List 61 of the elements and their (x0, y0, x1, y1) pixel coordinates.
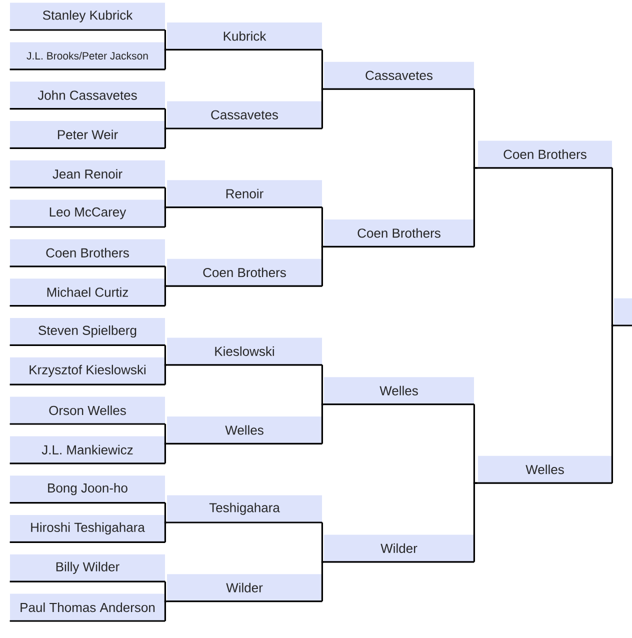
bracket-line (164, 285, 167, 306)
empty-slot (614, 298, 632, 326)
bracket-line (321, 522, 324, 563)
bracket-slot: Steven Spielberg (10, 318, 166, 346)
bracket-line (164, 364, 167, 385)
bracket-slot: Coen Brothers (324, 220, 474, 248)
bracket-line (473, 404, 478, 484)
bracket-line (164, 582, 167, 602)
bracket-slot: Paul Thomas Anderson (10, 594, 166, 622)
bracket-line (321, 207, 324, 248)
bracket-line (321, 364, 324, 406)
bracket-slot: Kieslowski (166, 338, 322, 366)
bracket-slot: John Cassavetes (10, 82, 166, 110)
bracket-slot: Leo McCarey (10, 200, 166, 228)
bracket-line (611, 168, 614, 326)
bracket-line (473, 482, 478, 562)
bracket-line (164, 502, 167, 524)
bracket-slot: Welles (478, 456, 612, 484)
bracket-line (164, 600, 167, 621)
bracket-line (164, 128, 167, 148)
bracket-line (164, 522, 167, 542)
bracket-slot: Billy Wilder (10, 554, 166, 582)
bracket-line (164, 30, 167, 50)
bracket-line (321, 246, 324, 286)
bracket-slot: Hiroshi Teshigahara (10, 515, 166, 543)
bracket-slot: Coen Brothers (478, 140, 612, 169)
bracket-slot: Stanley Kubrick (10, 2, 166, 31)
bracket-line (164, 345, 167, 366)
bracket-slot: Teshigahara (166, 495, 322, 524)
bracket-line (611, 324, 614, 484)
bracket-line (164, 188, 167, 208)
bracket-slot: Wilder (166, 574, 322, 602)
bracket-slot: Peter Weir (10, 121, 166, 149)
bracket-line (164, 266, 167, 287)
bracket-slot: Cassavetes (166, 101, 322, 130)
bracket-slot: Jean Renoir (10, 160, 166, 188)
bracket-slot: J.L. Brooks/Peter Jackson (10, 42, 166, 70)
bracket-line (164, 108, 167, 130)
bracket-line (321, 561, 324, 602)
bracket-line (321, 50, 324, 90)
bracket-slot: Coen Brothers (10, 239, 166, 268)
bracket-slot: Orson Welles (10, 396, 166, 425)
bracket-slot: Kubrick (166, 22, 322, 50)
bracket-slot: Welles (166, 416, 322, 444)
bracket-slot: Welles (324, 377, 474, 406)
bracket-slot: Coen Brothers (166, 258, 322, 287)
bracket-line (473, 89, 478, 169)
bracket-slot: Renoir (166, 180, 322, 208)
bracket-line (473, 167, 478, 247)
bracket-line (164, 206, 167, 227)
bracket-line (321, 88, 324, 128)
bracket-slot: Wilder (324, 534, 474, 563)
bracket-line (321, 404, 324, 444)
bracket-slot: Krzysztof Kieslowski (10, 357, 166, 386)
bracket-slot: Bong Joon-ho (10, 476, 166, 504)
bracket-line (164, 442, 167, 464)
bracket-line (164, 48, 167, 70)
bracket-slot: J.L. Mankiewicz (10, 436, 166, 464)
bracket-slot: Michael Curtiz (10, 278, 166, 307)
bracket-slot: Cassavetes (324, 62, 474, 90)
bracket-line (164, 424, 167, 444)
